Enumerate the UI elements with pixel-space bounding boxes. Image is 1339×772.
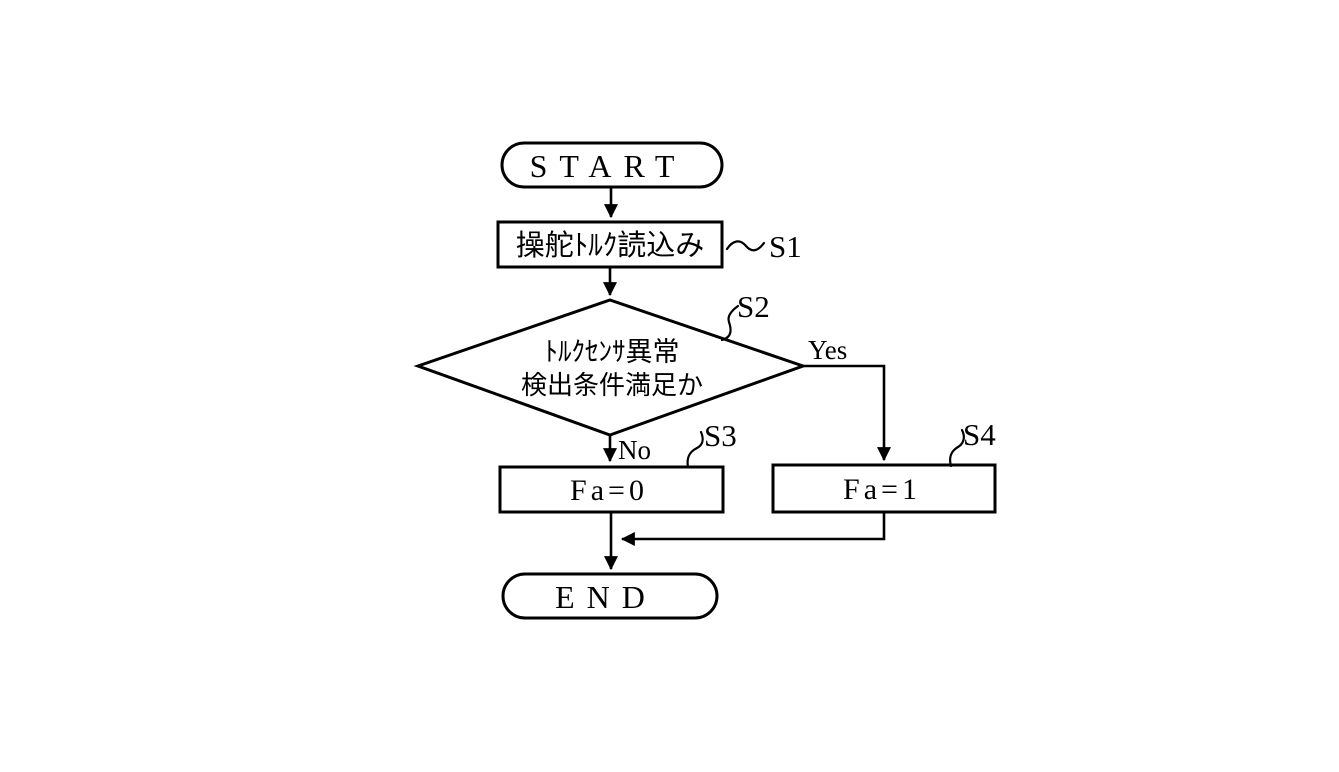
edge-s2-to-s4-yes (804, 364, 891, 462)
process-s1-label: 操舵ﾄﾙｸ読込み (516, 229, 705, 262)
s4-leader-squiggle (949, 428, 965, 468)
step-label-s2: S2 (737, 289, 770, 324)
no-branch-label: No (618, 435, 651, 465)
process-s3-label: Fa=0 (570, 474, 648, 507)
end-label: END (555, 579, 657, 615)
decision-s2-label-line2: 検出条件満足か (521, 371, 703, 400)
s1-leader-squiggle (725, 240, 766, 252)
decision-s2-label-line1: ﾄﾙｸｾﾝｻ異常 (545, 337, 680, 367)
process-s4-box (771, 463, 997, 514)
decision-s2-diamond (413, 298, 808, 437)
end-terminator (501, 572, 719, 620)
step-label-s3: S3 (704, 418, 737, 453)
s3-leader-squiggle (686, 430, 704, 469)
process-s1-box (496, 220, 724, 269)
s2-leader-squiggle (720, 304, 740, 342)
start-label: START (530, 148, 687, 184)
yes-branch-label: Yes (808, 335, 847, 365)
process-s4-label: Fa=1 (843, 473, 921, 506)
process-s3-box (498, 465, 725, 514)
step-label-s1: S1 (769, 229, 802, 264)
step-label-s4: S4 (963, 417, 996, 452)
edge-s4-to-merge (620, 512, 886, 546)
start-terminator (500, 141, 724, 189)
